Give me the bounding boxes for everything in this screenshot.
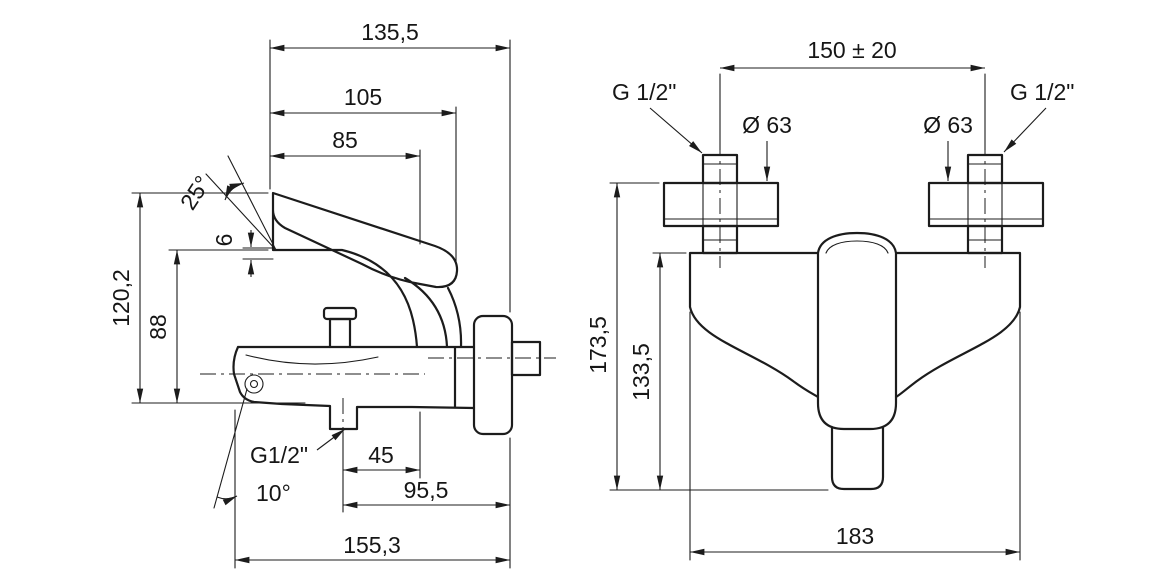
leader-thread-left <box>649 107 703 154</box>
dia-label-right: Ø 63 <box>923 112 973 138</box>
aerator-ring <box>244 374 264 394</box>
angle-label-10: 10° <box>256 480 291 506</box>
dim-label-133-5: 133,5 <box>628 343 654 401</box>
dim-label-105: 105 <box>344 84 382 110</box>
thread-label-left: G 1/2" <box>612 79 676 105</box>
diverter-knob-cap <box>322 306 358 321</box>
leader-thread-right <box>1003 107 1047 153</box>
dim-label-88: 88 <box>145 314 171 340</box>
dim-label-183: 183 <box>836 523 874 549</box>
diverter-knob-stem <box>328 317 352 349</box>
dim-label-6: 6 <box>211 234 237 247</box>
front-body-outline <box>688 231 1022 491</box>
side-view: 135,5 105 85 25° 6 120,2 88 G1/2" 45 10°… <box>108 19 556 569</box>
aerator-core <box>249 379 259 389</box>
dim-label-155-3: 155,3 <box>343 532 401 558</box>
dim-label-95-5: 95,5 <box>404 477 449 503</box>
wall-pipe-stub <box>510 340 542 377</box>
angle-arc-25 <box>224 182 245 201</box>
wall-flange-side <box>472 314 514 436</box>
front-extension-lines <box>609 73 1021 561</box>
supply-centerlines <box>719 140 986 268</box>
leader-thread-bottom <box>316 428 346 451</box>
angle-arc-10 <box>216 495 238 506</box>
dim-label-173-5: 173,5 <box>585 316 611 374</box>
dim-label-135-5: 135,5 <box>361 19 419 45</box>
side-body-outline <box>232 191 476 431</box>
thread-label-right: G 1/2" <box>1010 79 1074 105</box>
front-view: 150 ± 20 G 1/2" G 1/2" Ø 63 Ø 63 173,5 1… <box>585 37 1074 561</box>
thread-label-bottom: G1/2" <box>250 442 308 468</box>
dim-label-150: 150 ± 20 <box>807 37 896 63</box>
spout-inner-curve <box>245 354 379 365</box>
dia-label-left: Ø 63 <box>742 112 792 138</box>
dim-label-45: 45 <box>368 442 394 468</box>
dim-label-120-2: 120,2 <box>108 269 134 327</box>
side-extension-lines <box>131 39 511 569</box>
front-detail-lines <box>663 163 1044 254</box>
dim-label-85: 85 <box>332 127 358 153</box>
